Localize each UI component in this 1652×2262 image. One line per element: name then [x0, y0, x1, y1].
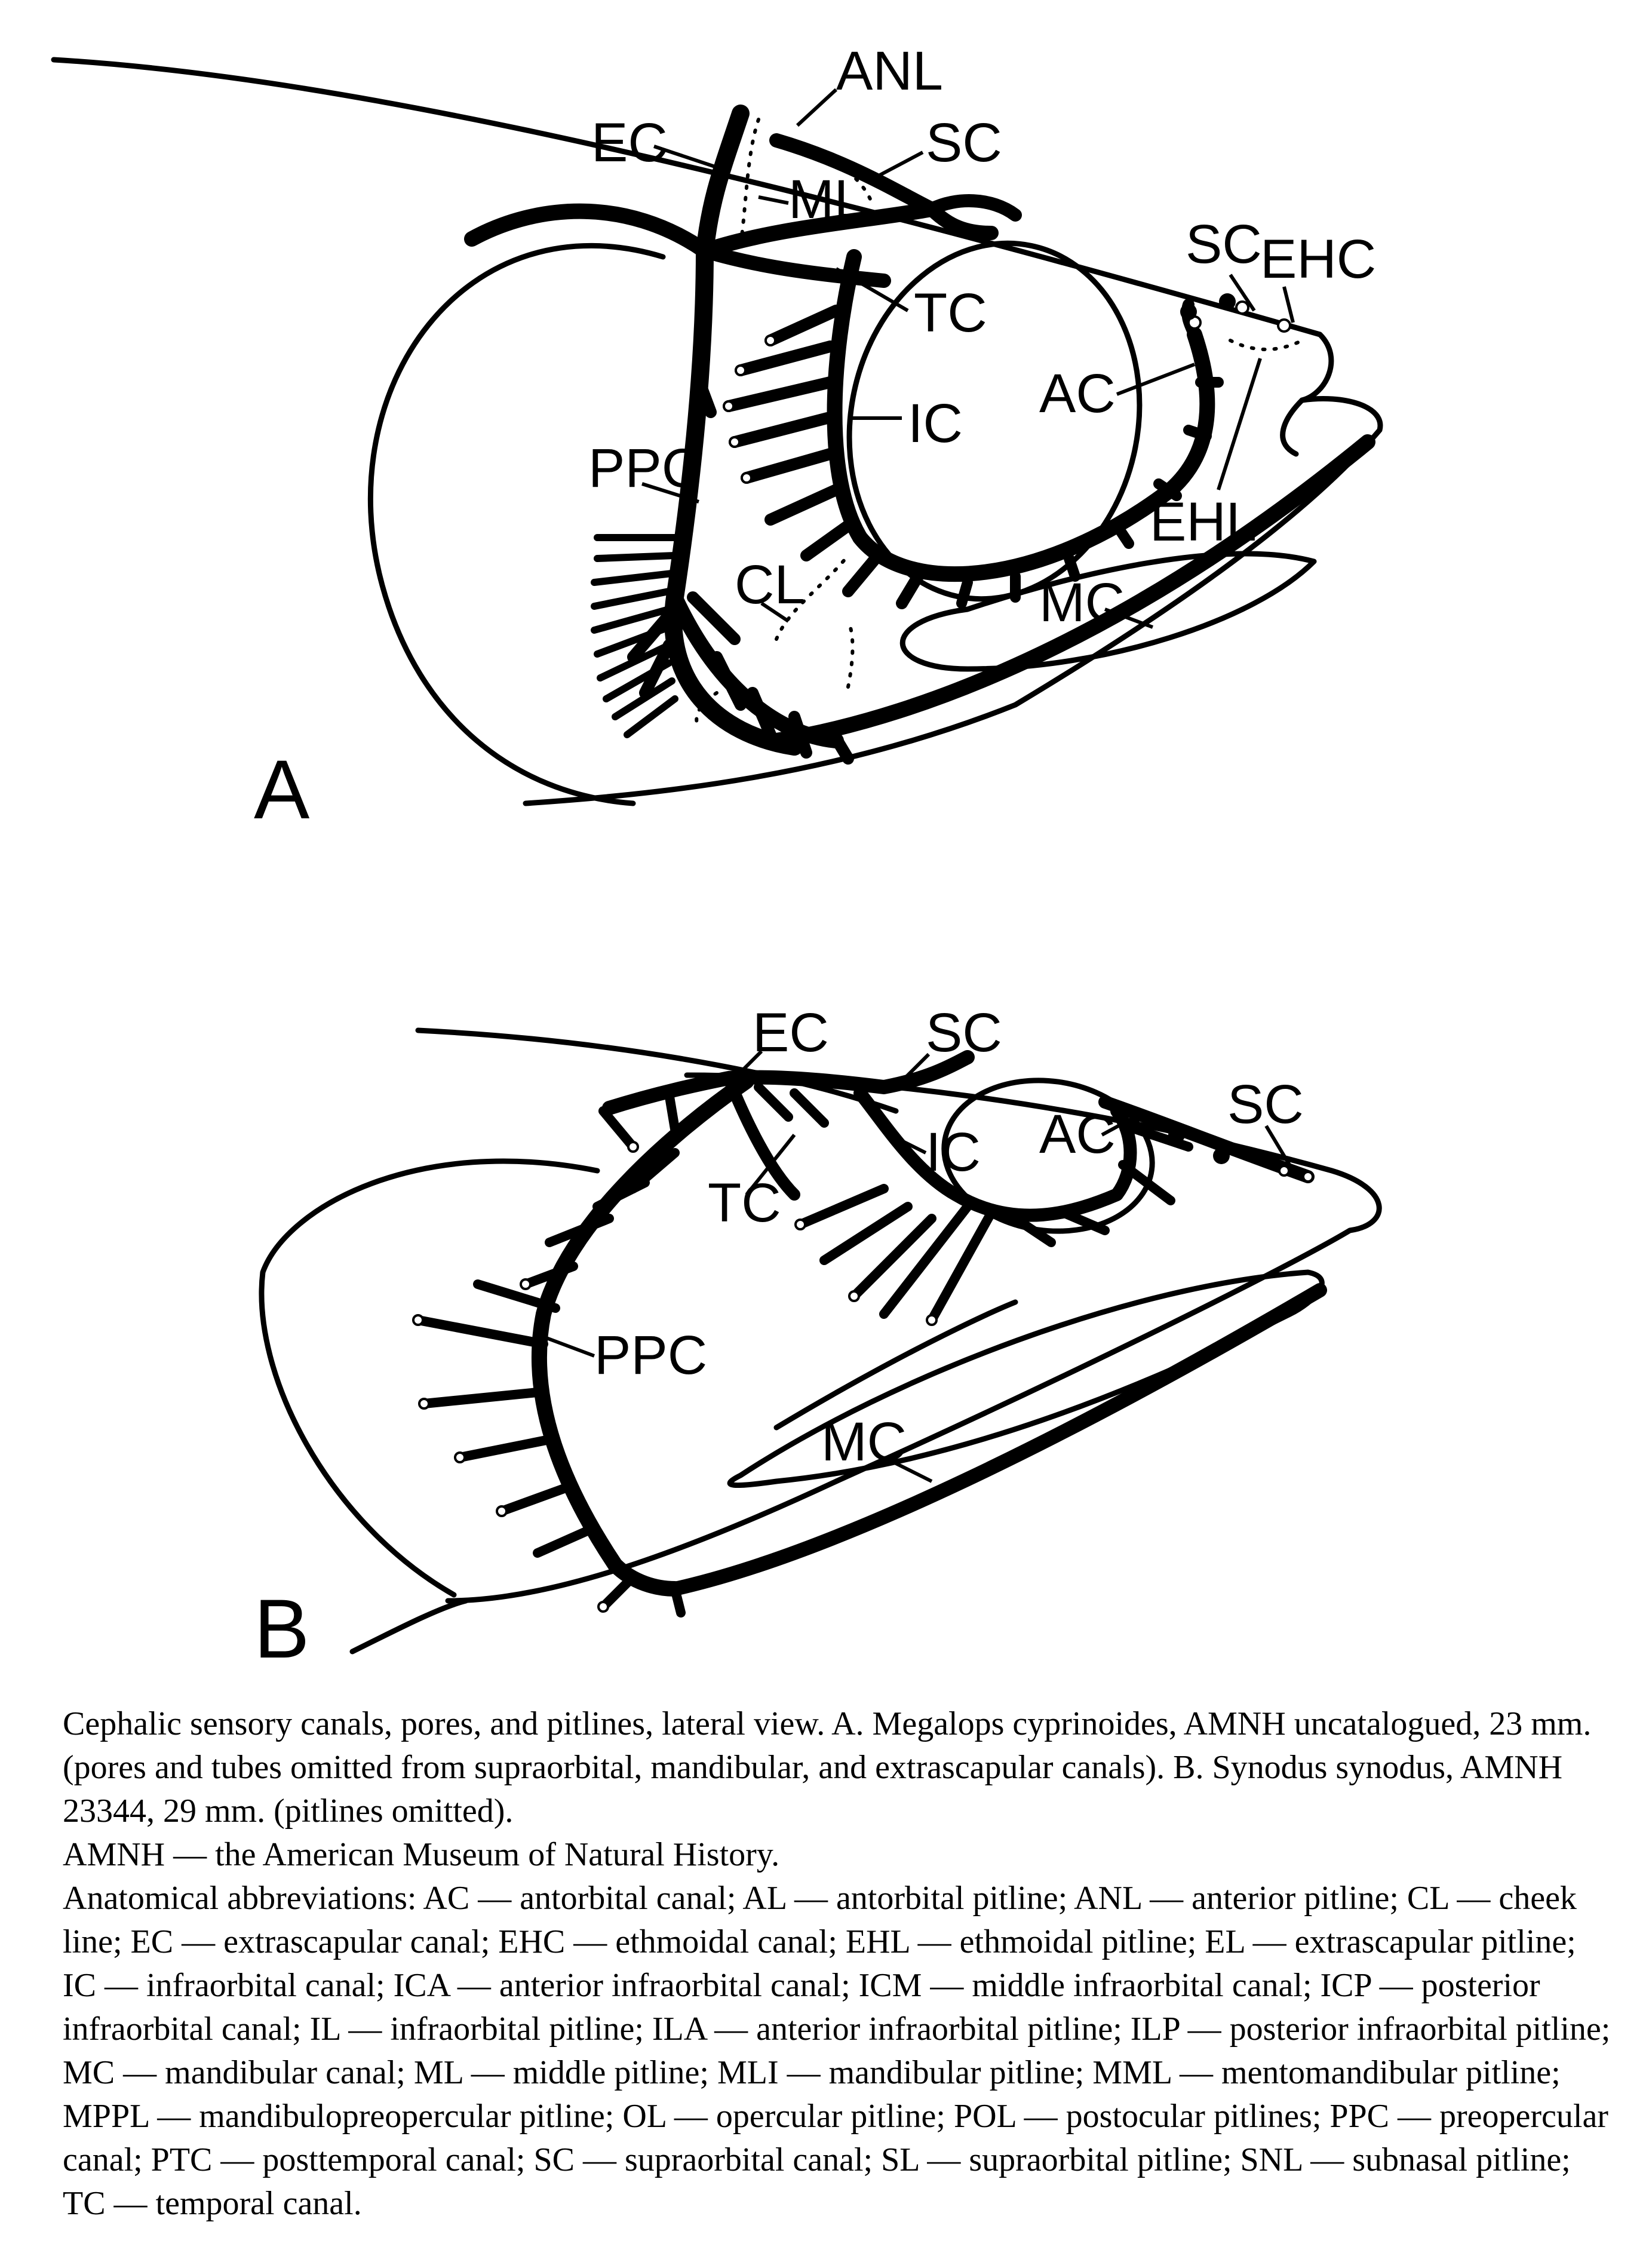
label-mc-b: MC: [821, 1411, 907, 1472]
label-tc-b: TC: [708, 1173, 781, 1233]
tubules-b: [413, 1082, 1193, 1618]
nostril-b-1: [1168, 1127, 1185, 1143]
label-ehc-a: EHC: [1260, 229, 1376, 290]
caption-abbreviations: Anatomical abbreviations: AC — antorbita…: [63, 1880, 1611, 2222]
dentary-line-b: [773, 1299, 1018, 1431]
opercular-fin-rays-a: [591, 534, 678, 738]
label-sc-b-2: SC: [1227, 1074, 1304, 1135]
figure-illustration: ANL SC EC ML SC EHC TC AC IC PPC EHL CL …: [51, 41, 1383, 1675]
label-ehl-a: EHL: [1150, 492, 1257, 553]
leaders-a: [641, 88, 1295, 629]
eye-a: [846, 240, 1143, 602]
panel-letter-a: A: [254, 742, 310, 836]
label-ac-b: AC: [1039, 1104, 1116, 1165]
canal-system-b: [412, 1050, 1327, 1618]
operculum-outline-b: [259, 1158, 600, 1598]
nostril-a-1: [1180, 303, 1197, 320]
lower-jaw-a: [1280, 397, 1305, 457]
operculum-outline-a: [367, 243, 666, 806]
label-anl-a: ANL: [836, 41, 943, 102]
nostril-a-2: [1219, 293, 1236, 310]
label-ec-a: EC: [591, 112, 668, 173]
caption-amnh: AMNH — the American Museum of Natural Hi…: [63, 1836, 780, 1873]
label-sc-a-2: SC: [1186, 214, 1262, 275]
head-outline-a: [51, 57, 1383, 806]
label-ml-a: ML: [788, 169, 865, 230]
label-ic-a: IC: [908, 393, 963, 454]
canal-system-a: [464, 105, 1375, 765]
preopercular-tubules-a: [627, 382, 854, 765]
label-tc-a: TC: [914, 283, 987, 343]
body-ventral-line-b: [349, 1598, 469, 1655]
label-ppc-b: PPC: [594, 1325, 707, 1386]
head-outline-b: [445, 1072, 1382, 1604]
label-mc-a: MC: [1039, 572, 1125, 633]
panel-letter-b: B: [254, 1582, 309, 1675]
maxilla-outline-a: [899, 551, 1317, 672]
body-dorsal-line-b: [415, 1027, 899, 1114]
label-cl-a: CL: [735, 554, 805, 615]
label-sc-a-1: SC: [926, 112, 1002, 173]
label-ic-b: IC: [926, 1122, 981, 1183]
caption-description: Cephalic sensory canals, pores, and pitl…: [63, 1705, 1592, 1830]
panel-b-synodus-head: EC SC SC AC IC TC PPC MC B: [254, 1002, 1382, 1675]
pitlines-a: [695, 118, 1304, 731]
nostril-b-2: [1213, 1147, 1230, 1164]
panel-a-megalops-head: ANL SC EC ML SC EHC TC AC IC PPC EHL CL …: [51, 41, 1383, 836]
label-ac-a: AC: [1039, 363, 1116, 424]
pores-b: [412, 1141, 1314, 1613]
leaders-b: [545, 1049, 1295, 1483]
label-ec-b: EC: [753, 1002, 829, 1063]
label-sc-b-1: SC: [926, 1002, 1002, 1063]
label-ppc-a: PPC: [588, 438, 701, 499]
figure-caption: Cephalic sensory canals, pores, and pitl…: [63, 1702, 1616, 2226]
infraorbital-tubules-a: [723, 305, 1224, 609]
